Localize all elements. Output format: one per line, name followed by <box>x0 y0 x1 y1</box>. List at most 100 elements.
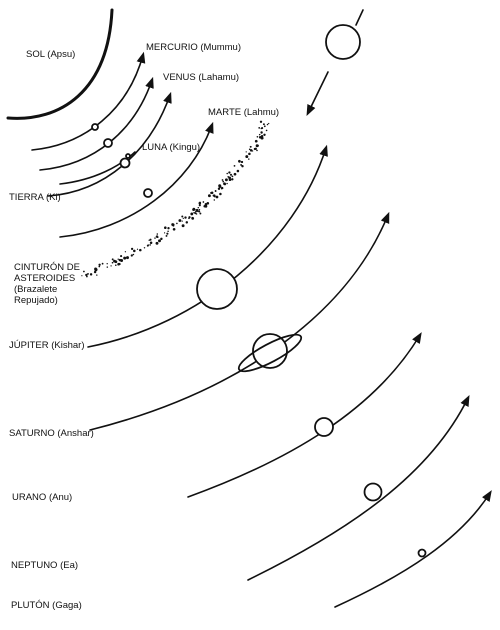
tierra-body <box>119 157 131 169</box>
asteroid-speck <box>120 255 123 258</box>
asteroid-speck <box>233 165 236 167</box>
label-pluton: PLUTÓN (Gaga) <box>11 600 82 611</box>
asteroid-speck <box>98 263 101 266</box>
asteroid-speck <box>221 179 224 181</box>
label-marte: MARTE (Lahmu) <box>208 107 279 118</box>
asteroid-speck <box>229 173 233 176</box>
asteroid-speck <box>173 223 175 226</box>
asteroid-speck <box>110 265 112 267</box>
asteroid-speck <box>245 151 247 153</box>
label-cinturon-3: (Brazalete <box>14 284 57 295</box>
asteroid-speck <box>148 239 150 242</box>
asteroid-speck <box>181 215 184 218</box>
asteroid-speck <box>263 125 266 128</box>
asteroid-speck <box>238 159 241 163</box>
label-tierra: TIERRA (Ki) <box>9 192 61 203</box>
asteroid-belt <box>81 120 270 278</box>
asteroid-speck <box>188 216 191 219</box>
asteroid-speck <box>220 188 223 190</box>
pluton-body <box>417 548 427 558</box>
mercurio-orbit <box>31 51 146 151</box>
asteroid-speck <box>218 184 222 188</box>
asteroid-speck <box>149 241 153 245</box>
asteroid-speck <box>154 237 156 239</box>
label-mercurio: MERCURIO (Mummu) <box>146 42 241 53</box>
asteroid-speck <box>93 270 97 274</box>
urano-orbit <box>187 332 422 498</box>
asteroid-speck <box>166 232 169 235</box>
asteroid-speck <box>260 134 264 138</box>
label-cinturon-2: ASTEROIDES <box>14 273 75 284</box>
asteroid-speck <box>117 258 119 260</box>
asteroid-speck <box>193 211 195 214</box>
label-saturno: SATURNO (Anshar) <box>9 428 94 439</box>
asteroid-speck <box>259 120 263 123</box>
saturno-orbit <box>89 211 390 431</box>
sun-arc <box>6 8 114 120</box>
asteroid-speck <box>240 160 244 164</box>
label-venus: VENUS (Lahamu) <box>163 72 239 83</box>
asteroid-speck <box>87 272 89 275</box>
asteroid-speck <box>139 248 142 252</box>
asteroid-speck <box>198 204 201 207</box>
venus-body <box>103 138 113 148</box>
asteroid-speck <box>181 220 183 222</box>
asteroid-speck <box>117 262 120 266</box>
asteroid-speck <box>181 224 185 228</box>
asteroid-speck <box>172 227 176 231</box>
asteroid-speck <box>206 202 210 205</box>
asteroid-speck <box>146 244 149 247</box>
asteroid-speck <box>133 249 136 253</box>
asteroid-speck <box>113 259 116 263</box>
asteroid-speck <box>256 144 259 147</box>
asteroid-speck <box>176 222 178 225</box>
asteroid-speck <box>155 235 159 238</box>
asteroid-speck <box>96 274 98 276</box>
asteroid-speck <box>164 226 167 229</box>
asteroid-speck <box>98 265 101 268</box>
asteroid-speck <box>111 261 114 264</box>
asteroid-speck <box>254 147 257 150</box>
asteroid-speck <box>258 136 262 139</box>
asteroid-speck <box>248 152 251 156</box>
asteroid-speck <box>132 253 135 256</box>
asteroid-speck <box>258 133 261 136</box>
asteroid-speck <box>199 212 202 215</box>
asteroid-speck <box>215 195 219 199</box>
asteroid-speck <box>241 165 244 168</box>
label-jupiter: JÚPITER (Kishar) <box>9 340 84 351</box>
asteroid-speck <box>219 192 222 196</box>
asteroid-speck <box>226 182 228 185</box>
asteroid-speck <box>89 273 93 276</box>
asteroid-speck <box>260 127 262 130</box>
asteroid-speck <box>155 241 159 245</box>
asteroid-speck <box>195 213 198 215</box>
asteroid-speck <box>160 237 163 241</box>
label-cinturon-4: Repujado) <box>14 295 58 306</box>
label-sol: SOL (Apsu) <box>26 49 75 60</box>
asteroid-speck <box>236 169 240 173</box>
asteroid-speck <box>217 187 221 191</box>
asteroid-speck <box>213 195 216 198</box>
asteroid-speck <box>249 145 252 148</box>
mercurio-body <box>91 123 99 131</box>
asteroid-speck <box>256 149 258 152</box>
saturno-body <box>237 333 303 373</box>
luna-body <box>125 153 131 159</box>
asteroid-speck <box>95 268 98 271</box>
asteroid-speck <box>268 122 270 125</box>
asteroid-speck <box>256 135 259 138</box>
asteroid-speck <box>197 210 199 213</box>
asteroid-speck <box>191 216 193 219</box>
asteroid-speck <box>126 256 129 260</box>
asteroid-speck <box>149 238 152 241</box>
asteroid-speck <box>130 247 134 251</box>
jupiter-orbit <box>87 144 328 348</box>
pluton-orbit <box>334 490 492 608</box>
asteroid-speck <box>198 210 201 213</box>
asteroid-speck <box>106 263 108 265</box>
asteroid-speck <box>228 176 232 180</box>
asteroid-speck <box>158 239 161 243</box>
asteroid-speck <box>85 274 87 276</box>
